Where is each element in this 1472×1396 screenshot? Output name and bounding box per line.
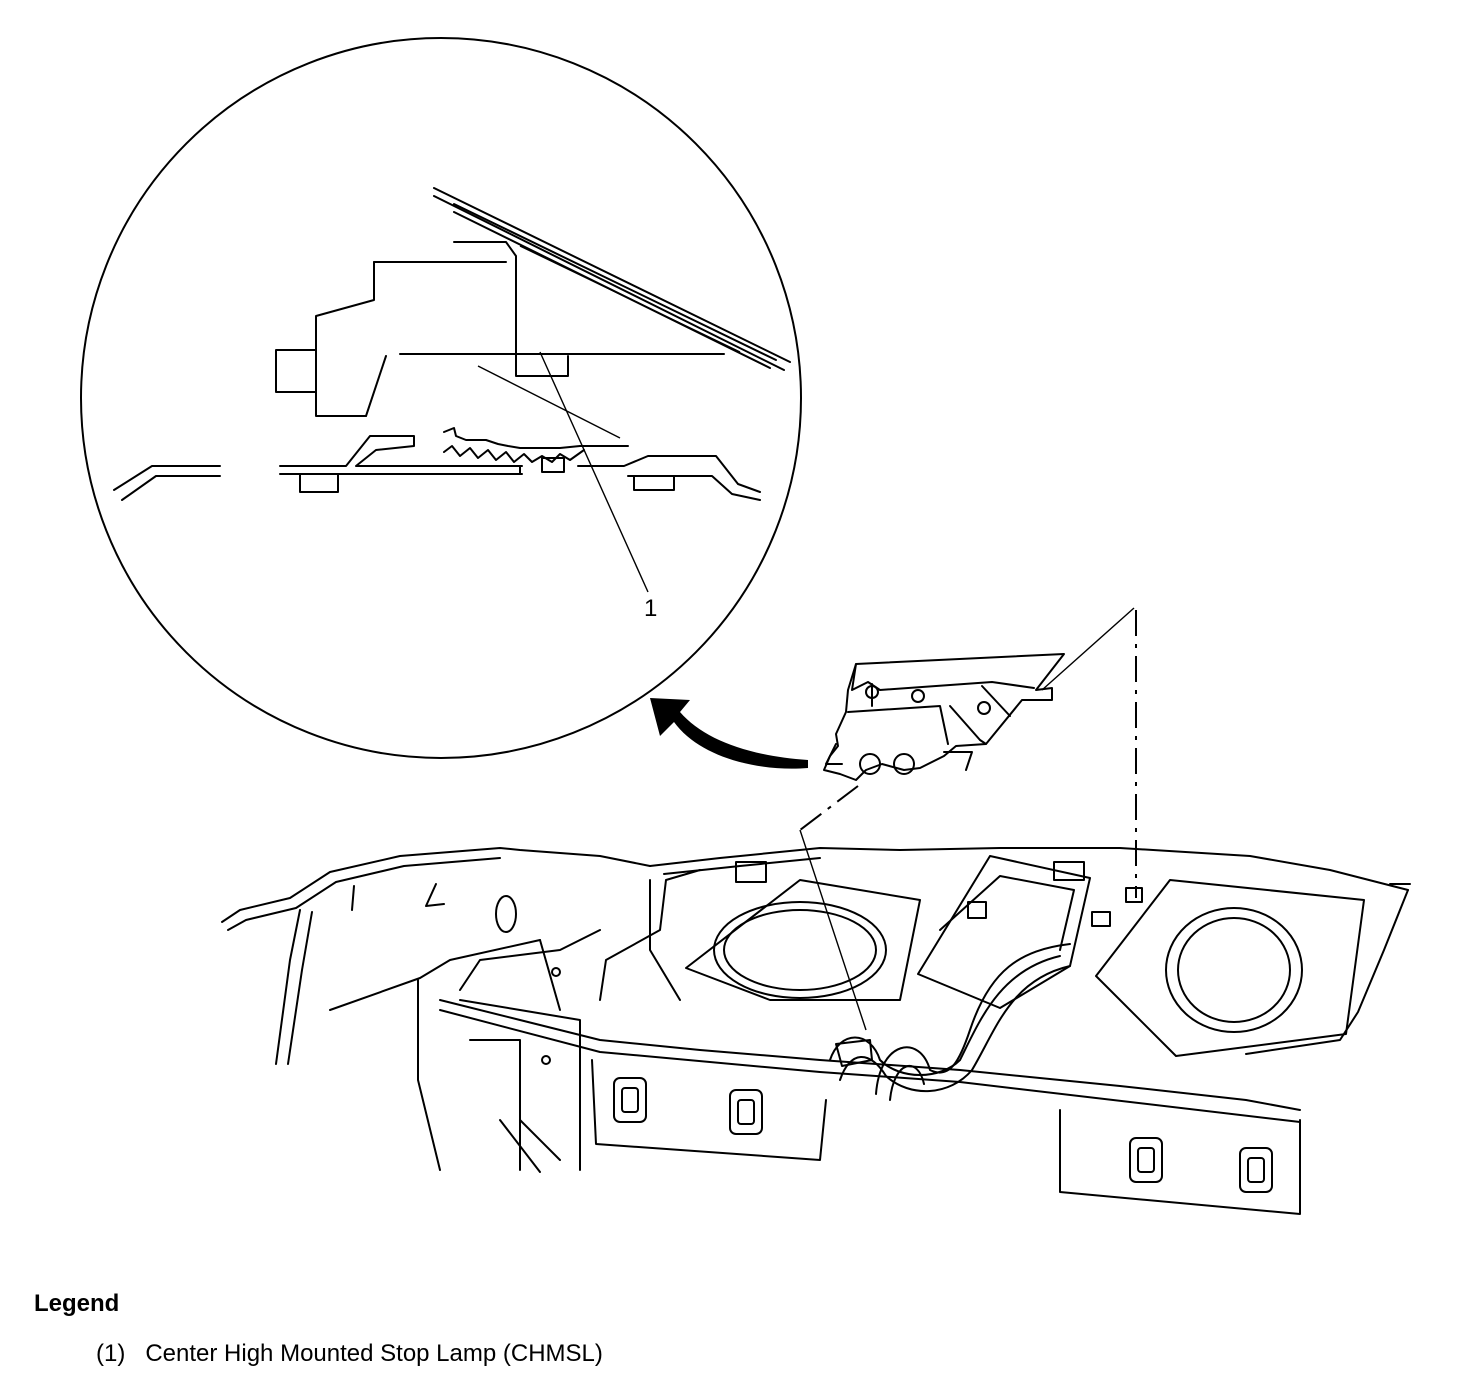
legend-item-number: (1)	[96, 1340, 126, 1367]
legend-item-text: Center High Mounted Stop Lamp (CHMSL)	[145, 1340, 603, 1367]
chmsl-lamp-housing	[276, 242, 724, 416]
rear-shelf-panel	[222, 848, 1410, 1214]
alignment-lines	[800, 608, 1136, 1030]
left-speaker-opening	[686, 880, 920, 1000]
legend-item: (1) Center High Mounted Stop Lamp (CHMSL…	[96, 1340, 603, 1368]
curved-detail-arrow-icon	[650, 698, 808, 769]
wiring-harness	[830, 944, 1070, 1100]
lamp-mounting-pocket	[736, 856, 1142, 1008]
legend-title: Legend	[34, 1290, 120, 1317]
callout-leader-line	[540, 352, 648, 592]
detail-circle	[81, 38, 801, 758]
rear-window-glass	[434, 188, 790, 370]
right-speaker-opening	[1096, 880, 1364, 1056]
callout-number-1: 1	[644, 595, 657, 622]
chmsl-installation-diagram: 1	[0, 0, 1472, 1250]
detail-view: 1	[81, 38, 801, 758]
chmsl-lamp-assembly	[824, 654, 1064, 780]
left-support-structure	[330, 870, 700, 1172]
shelf-cross-section	[114, 428, 760, 500]
retainer-clip	[614, 1078, 1272, 1192]
